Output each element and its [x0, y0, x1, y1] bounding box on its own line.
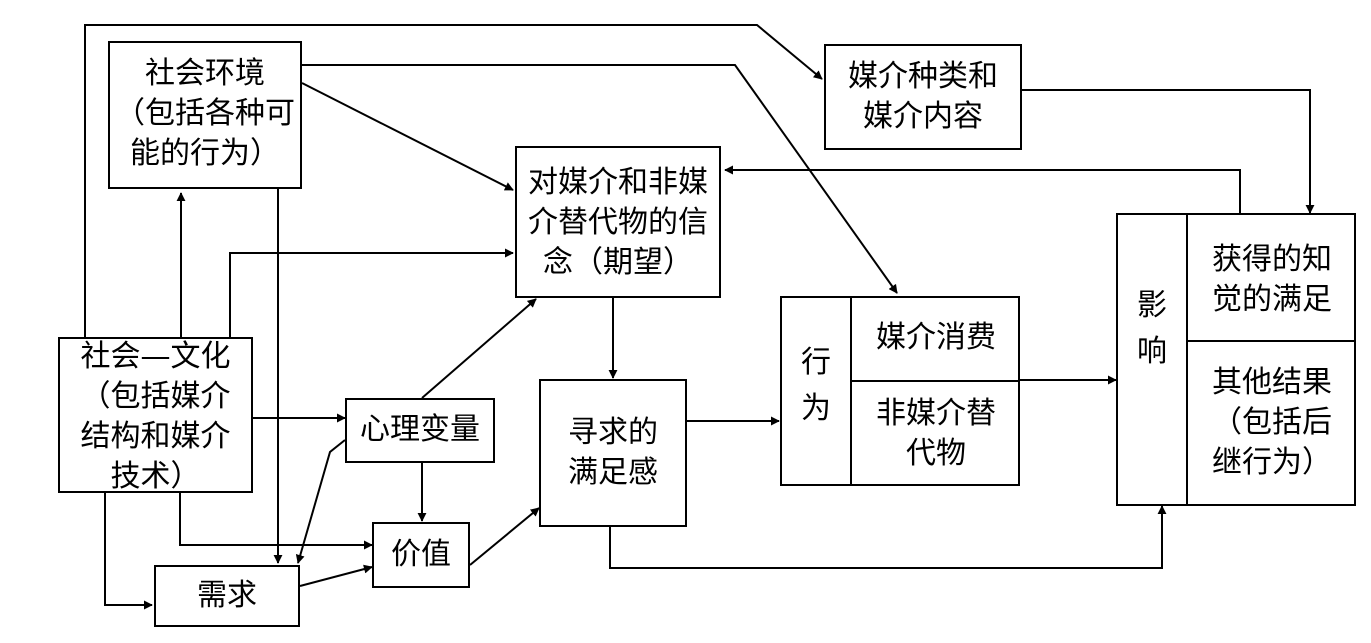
- behavior-box: [780, 296, 1020, 486]
- arrow-social-cultural-to-needs: [104, 493, 153, 610]
- needs-label: 需求: [197, 578, 257, 613]
- arrow-social-cultural-to-beliefs: [229, 248, 514, 338]
- beliefs-label: 对媒介和非媒 介替代物的信 念（期望）: [528, 165, 708, 280]
- psych-variables-label: 心理变量: [360, 412, 480, 447]
- effects-label: 影 响: [1137, 288, 1167, 369]
- behavior-vertical-divider: [850, 296, 852, 486]
- media-types-box: [824, 44, 1022, 150]
- social-cultural-label: 社会—文化 （包括媒介 结构和媒介 技术）: [80, 339, 231, 494]
- effects-horizontal-divider: [1186, 340, 1356, 342]
- arrow-effects-to-beliefs: [724, 165, 1241, 213]
- values-label: 价值: [391, 537, 451, 572]
- arrow-values-to-sought: [469, 507, 540, 566]
- effects-vertical-divider: [1186, 213, 1188, 506]
- behavior-label: 行 为: [801, 345, 831, 426]
- arrow-media-types-to-effects: [1022, 89, 1315, 214]
- social-environment-label: 社会环境 （包括各种可 能的行为）: [115, 56, 295, 171]
- arrow-social-environment-to-consumption: [302, 64, 898, 294]
- gratification-obtained-label: 获得的知 觉的满足: [1212, 242, 1332, 317]
- needs-box: [154, 565, 300, 627]
- beliefs-box: [515, 146, 721, 298]
- arrow-social-cultural-to-media-types: [84, 24, 823, 338]
- social-environment-box: [108, 41, 302, 189]
- effects-box: [1116, 213, 1356, 506]
- psych-variables-box: [345, 398, 495, 463]
- media-consumption-label: 媒介消费: [876, 320, 996, 355]
- gratification-sought-label: 寻求的 满足感: [568, 415, 658, 490]
- non-media-alternatives-label: 非媒介替 代物: [876, 396, 996, 471]
- values-box: [372, 522, 470, 588]
- gratification-sought-box: [539, 379, 687, 527]
- arrow-social-cultural-to-values: [179, 493, 373, 550]
- arrow-psych-to-needs: [295, 439, 346, 564]
- arrow-sought-to-effects: [609, 505, 1167, 569]
- social-cultural-box: [58, 337, 253, 493]
- arrow-psych-to-beliefs: [421, 298, 537, 399]
- other-results-label: 其他结果 （包括后 继行为）: [1212, 365, 1332, 480]
- media-types-label: 媒介种类和 媒介内容: [848, 59, 998, 134]
- arrow-needs-to-values: [299, 564, 373, 587]
- arrow-social-environment-to-beliefs: [301, 82, 514, 191]
- behavior-horizontal-divider: [850, 380, 1020, 382]
